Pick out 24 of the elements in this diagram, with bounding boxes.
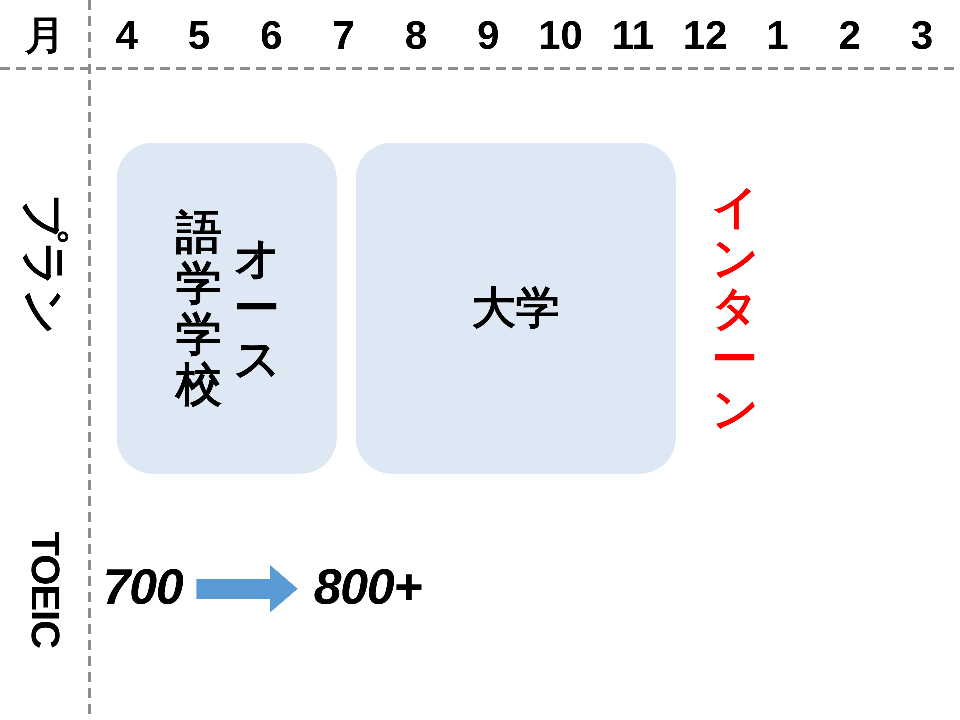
box-label: 大学: [472, 286, 560, 330]
vertical-text: 語学学校: [176, 207, 222, 410]
month-number: 10: [538, 16, 584, 56]
month-number: 6: [260, 16, 283, 56]
month-number: 3: [911, 16, 934, 56]
month-number: 5: [188, 16, 210, 56]
month-number: 12: [683, 16, 728, 56]
rounded-box: [117, 143, 337, 474]
month-number: 2: [838, 16, 862, 56]
row-label: プラン: [22, 194, 68, 336]
month-number: 11: [612, 16, 654, 56]
month-header: 月: [25, 16, 65, 56]
row-label: TOEIC: [25, 532, 65, 648]
month-number: 7: [332, 16, 356, 56]
rounded-box: [356, 143, 676, 474]
month-number: 8: [405, 16, 428, 56]
month-number: 1: [766, 16, 789, 56]
month-number: 9: [477, 16, 500, 56]
score-text: 700: [103, 562, 183, 612]
vertical-text: インターン: [712, 182, 758, 435]
arrow: [196, 565, 298, 613]
vertical-text: オース: [234, 232, 280, 384]
month-number: 4: [116, 16, 138, 56]
score-text: 800+: [314, 562, 422, 612]
